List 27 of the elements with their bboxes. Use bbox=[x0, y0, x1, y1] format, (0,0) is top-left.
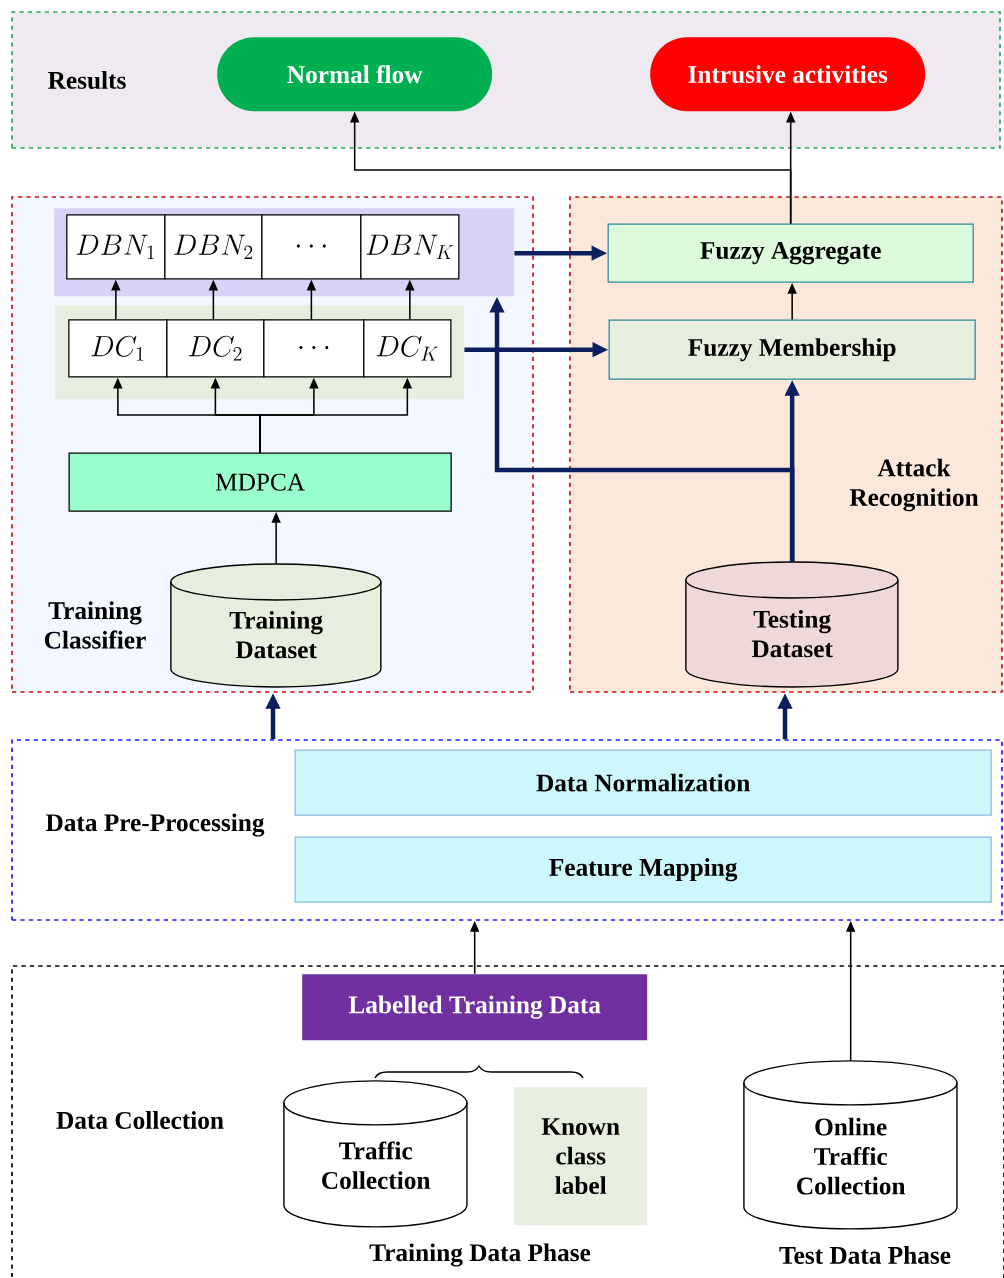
pill-box: Intrusive activities bbox=[650, 37, 926, 112]
cell: $DBN_{2}$ bbox=[164, 214, 263, 280]
process-box: Data Normalization bbox=[294, 749, 992, 816]
process-box: Fuzzy Aggregate bbox=[607, 223, 974, 283]
phase-label: Training Data Phase bbox=[369, 1243, 591, 1267]
section-heading: Results bbox=[48, 71, 126, 89]
process-box: Labelled Training Data bbox=[302, 974, 648, 1041]
label-box: Known class label bbox=[514, 1087, 648, 1226]
cell: $DBN_{1}$ bbox=[66, 214, 166, 280]
cell: $DC_{1}$ bbox=[68, 319, 168, 378]
pill-box: Normal flow bbox=[217, 37, 493, 112]
database-cylinder: Online Traffic Collection bbox=[743, 1060, 958, 1230]
cell: $DC_{2}$ bbox=[166, 319, 265, 378]
cell: $DC_{K}$ bbox=[363, 319, 452, 378]
process-box: Feature Mapping bbox=[294, 836, 992, 903]
database-cylinder: Traffic Collection bbox=[283, 1080, 468, 1228]
database-cylinder: Training Dataset bbox=[170, 563, 382, 688]
section-heading: Attack Recognition bbox=[849, 458, 979, 512]
cell: $\cdots$ bbox=[263, 319, 365, 378]
section-heading: Training Classifier bbox=[44, 601, 146, 649]
section-heading: Data Collection bbox=[56, 1111, 224, 1129]
database-cylinder: Testing Dataset bbox=[685, 561, 899, 688]
section-heading: Data Pre-Processing bbox=[45, 813, 265, 837]
cell: $\cdots$ bbox=[261, 214, 362, 280]
process-box: Fuzzy Membership bbox=[608, 319, 976, 380]
process-box: MDPCA bbox=[68, 452, 452, 512]
cell: $DBN_{K}$ bbox=[360, 214, 460, 280]
